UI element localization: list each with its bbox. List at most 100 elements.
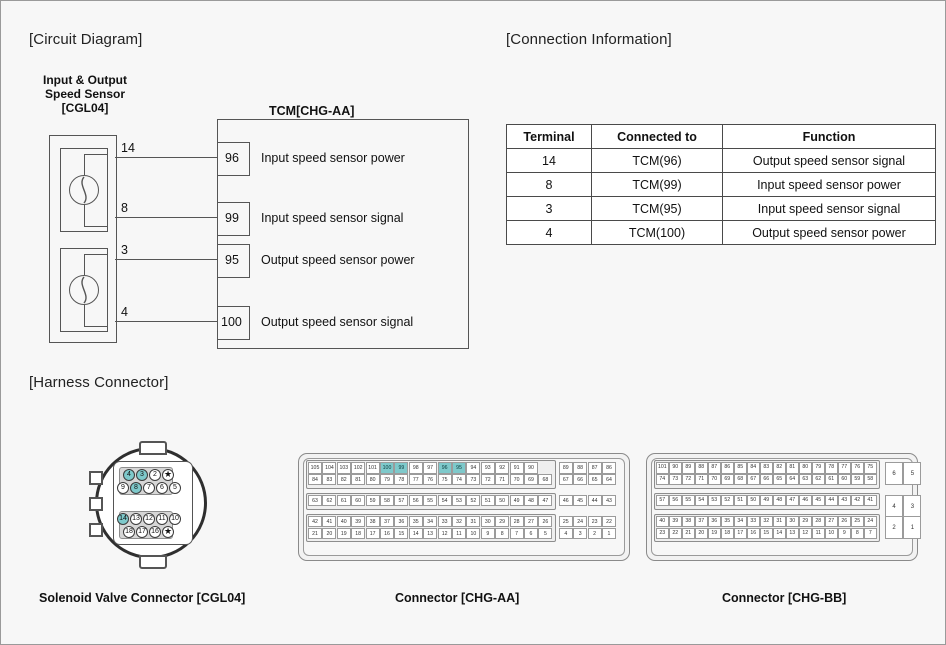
table-row: 8 TCM(99) Input speed sensor power	[506, 172, 936, 197]
pin-cell-78: 78	[394, 473, 409, 486]
pin-cell-79: 79	[812, 462, 825, 474]
pin-cell-26: 26	[838, 515, 851, 528]
pin-cell-1: 1	[903, 515, 922, 540]
tcm-function-100: Output speed sensor signal	[261, 315, 414, 329]
round-pin-13: 13	[130, 513, 142, 525]
pin-cell-86: 86	[602, 462, 616, 474]
cell-connected-to: TCM(95)	[591, 196, 723, 221]
pin-cell-94: 94	[466, 462, 481, 474]
round-pin-18: 18	[123, 526, 135, 538]
round-pin-9: 9	[117, 482, 129, 494]
pin-cell-19: 19	[708, 527, 721, 540]
column-header-terminal: Terminal	[506, 124, 592, 149]
sensor-label-line1: Input & Output	[43, 73, 127, 87]
wire-pin-14	[115, 157, 219, 159]
sensor-lead-top	[84, 154, 86, 175]
pin-cell-17: 17	[365, 527, 380, 540]
pin-cell-8: 8	[851, 527, 864, 540]
pin-cell-103: 103	[336, 462, 351, 474]
cell-terminal: 14	[506, 148, 592, 173]
pin-cell-97: 97	[423, 462, 438, 474]
tcm-terminal-bracket-100	[218, 306, 250, 340]
wire-pin-3	[115, 259, 219, 261]
pin-cell-80: 80	[365, 473, 380, 486]
pin-cell-13: 13	[786, 527, 799, 540]
pin-cell-38: 38	[365, 515, 380, 528]
pin-cell-96: 96	[437, 462, 452, 474]
pin-cell-54: 54	[695, 494, 708, 507]
pin-cell-55: 55	[682, 494, 695, 507]
table-row: 14 TCM(96) Output speed sensor signal	[506, 148, 936, 173]
pin-cell-6: 6	[524, 527, 538, 540]
pin-cell-43: 43	[838, 494, 851, 507]
pin-cell-69: 69	[524, 473, 538, 486]
pin-cell-24: 24	[573, 515, 588, 528]
pin-cell-66: 66	[760, 473, 773, 486]
cell-terminal: 8	[506, 172, 592, 197]
tcm-pin-number-95: 95	[225, 253, 239, 267]
pin-cell-44: 44	[587, 494, 602, 507]
pin-cell-42: 42	[851, 494, 864, 507]
pin-cell-74: 74	[452, 473, 466, 486]
cell-connected-to: TCM(96)	[591, 148, 723, 173]
caption-chg-aa: Connector [CHG-AA]	[395, 591, 520, 605]
pin-cell-4: 4	[558, 527, 573, 540]
pin-cell-83: 83	[760, 462, 773, 474]
pin-cell-72: 72	[480, 473, 495, 486]
pin-cell-9: 9	[480, 527, 495, 540]
pin-cell-52: 52	[721, 494, 734, 507]
round-pin-10: 10	[169, 513, 181, 525]
pin-cell-100: 100	[380, 462, 394, 474]
pin-cell-5: 5	[903, 462, 922, 486]
tcm-terminal-bracket-96	[218, 142, 250, 176]
pin-cell-32: 32	[452, 515, 466, 528]
pin-cell-54: 54	[437, 494, 452, 507]
cell-function: Input speed sensor signal	[722, 196, 936, 221]
pin-cell-84: 84	[747, 462, 760, 474]
tcm-terminal-bracket-95	[218, 244, 250, 278]
pin-cell-90: 90	[669, 462, 682, 474]
round-pin-3: 3	[136, 469, 148, 481]
pin-cell-82: 82	[773, 462, 786, 474]
round-pin-14: 14	[117, 513, 129, 525]
pin-cell-33: 33	[747, 515, 760, 528]
pin-cell-3: 3	[573, 527, 588, 540]
pin-cell-21: 21	[682, 527, 695, 540]
pin-cell-28: 28	[812, 515, 825, 528]
pin-cell-48: 48	[773, 494, 786, 507]
pin-cell-46: 46	[558, 494, 573, 507]
pin-cell-99: 99	[394, 462, 409, 474]
pin-cell-30: 30	[480, 515, 495, 528]
pin-cell-59: 59	[851, 473, 864, 486]
caption-chg-bb: Connector [CHG-BB]	[722, 591, 847, 605]
tcm-function-99: Input speed sensor signal	[261, 211, 404, 225]
round-pin-star: ★	[162, 526, 174, 538]
column-header-connected-to: Connected to	[591, 124, 723, 149]
pin-cell-35: 35	[721, 515, 734, 528]
pin-cell-16: 16	[747, 527, 760, 540]
pin-cell-18: 18	[351, 527, 366, 540]
pin-cell-68: 68	[734, 473, 747, 486]
caption-cgl04: Solenoid Valve Connector [CGL04]	[39, 591, 246, 605]
pin-cell-84: 84	[308, 473, 322, 486]
pin-cell-37: 37	[380, 515, 394, 528]
pin-cell-90: 90	[524, 462, 538, 474]
round-pin-6: 6	[156, 482, 168, 494]
pin-cell-1: 1	[602, 527, 616, 540]
pin-cell-102: 102	[351, 462, 366, 474]
sensor2-lead-bottom	[84, 305, 86, 327]
round-pin-5: 5	[169, 482, 181, 494]
pin-cell-57: 57	[656, 494, 669, 507]
pin-cell-73: 73	[669, 473, 682, 486]
wire-pin-8	[115, 217, 219, 219]
pin-cell-3: 3	[903, 494, 922, 519]
pin-cell-49: 49	[760, 494, 773, 507]
cell-function: Input speed sensor power	[722, 172, 936, 197]
pin-cell-24: 24	[864, 515, 877, 528]
pin-cell-35: 35	[408, 515, 423, 528]
pin-cell-89: 89	[558, 462, 573, 474]
pin-cell-65: 65	[587, 473, 602, 486]
tcm-pin-number-96: 96	[225, 151, 239, 165]
